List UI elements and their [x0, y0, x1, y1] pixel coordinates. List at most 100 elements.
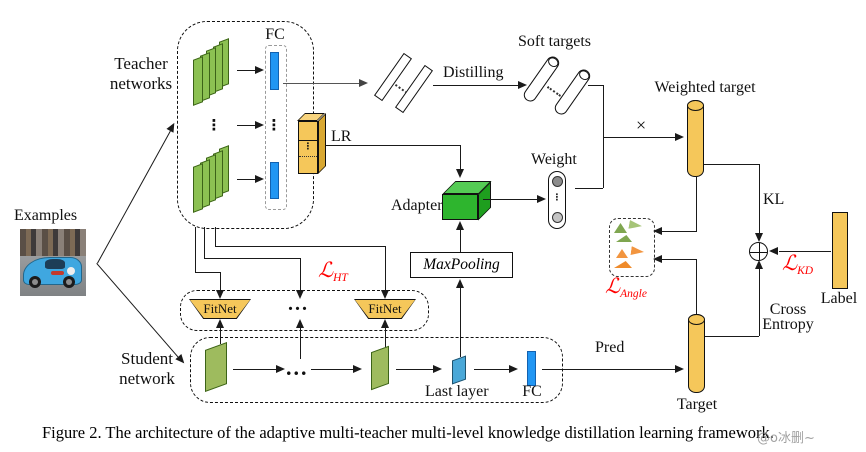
photo-car-wheel-front	[63, 276, 75, 288]
fc-to-logits-connector	[283, 83, 360, 84]
soft-target-ellipsis	[546, 86, 562, 97]
weight-capsule: ⋮	[548, 171, 566, 229]
student-network-label: Student network	[119, 349, 175, 388]
teacher-fitnet-connector	[385, 246, 386, 291]
student-chain-connector	[396, 369, 434, 370]
arrowhead	[295, 319, 304, 328]
arrowhead	[255, 174, 264, 183]
student-chain-connector	[311, 369, 354, 370]
lr-label: LR	[331, 128, 352, 145]
teacher-fc-bar-bottom	[270, 162, 279, 199]
teacher-fitnet-connector	[195, 272, 220, 273]
teacher-conv-stack-bottom	[193, 145, 235, 217]
arrowhead	[255, 65, 264, 74]
lr-divider	[299, 140, 317, 141]
kl-connector	[704, 164, 759, 165]
adapter-label: Adapter	[391, 197, 443, 214]
pred-label: Pred	[595, 339, 625, 356]
cross-entropy-connector	[705, 336, 759, 337]
arrowhead	[754, 233, 763, 242]
connector	[237, 125, 256, 126]
green-triangle	[616, 235, 632, 242]
soft-targets-label: Soft targets	[518, 33, 592, 50]
feature-map-sheet	[193, 163, 203, 213]
arrowhead	[653, 254, 662, 263]
teacher-conv-stack-top	[193, 38, 235, 110]
bracket	[603, 85, 604, 188]
weight-dot-bottom	[551, 212, 563, 223]
fc-dotted-box	[265, 45, 287, 210]
maxpool-to-adapter-connector	[460, 229, 461, 252]
distilling-label: Distilling	[443, 64, 504, 81]
bracket	[575, 188, 603, 189]
arrowhead	[276, 364, 285, 373]
green-triangle	[614, 223, 627, 233]
lr-connector	[460, 145, 461, 170]
loss-kd-label: ℒKD	[782, 251, 814, 278]
photo-car-stripe	[51, 271, 64, 275]
arrowhead	[255, 120, 264, 129]
student-network-box	[190, 337, 563, 403]
adapter-cube-front	[442, 194, 478, 220]
student-ellipsis: ...	[286, 355, 309, 380]
cylinder-cap	[687, 100, 704, 111]
lr-connector	[326, 145, 460, 146]
student-chain-connector	[233, 369, 277, 370]
teacher-networks-label: Teacher networks	[109, 54, 173, 93]
kl-connector	[759, 164, 760, 234]
lr-divider	[299, 156, 317, 157]
teacher-fitnet-connector	[195, 227, 196, 272]
teacher-fitnet-connector	[204, 258, 300, 259]
student-fitnet-connector	[300, 327, 301, 359]
orange-triangle	[614, 261, 632, 268]
examples-label: Examples	[14, 207, 78, 224]
cylinder-cap	[688, 314, 705, 325]
label-label: Label	[820, 290, 858, 307]
weighted-to-angle-connector	[662, 231, 697, 232]
weight-ellipsis: ⋮	[552, 193, 562, 203]
target-to-angle-connector	[662, 259, 697, 260]
arrowhead	[509, 364, 518, 373]
arrowhead	[455, 169, 464, 178]
teacher-fc-label: FC	[265, 26, 285, 43]
connector	[237, 70, 256, 71]
teacher-fitnet-connector	[300, 258, 301, 291]
student-fc-label: FC	[522, 383, 542, 400]
teacher-fitnet-connector	[220, 272, 221, 291]
orange-triangle	[616, 249, 628, 258]
cross-entropy-connector	[759, 268, 760, 336]
arrowhead	[455, 279, 464, 288]
arrowhead	[215, 319, 224, 328]
photo-car-number	[67, 267, 75, 275]
arrowhead	[433, 364, 442, 373]
arrowhead	[353, 364, 362, 373]
student-feature-map	[371, 345, 389, 391]
cylinder-cap	[577, 68, 592, 83]
maxpooling-label: MaxPooling	[423, 256, 500, 273]
arrowhead	[215, 290, 224, 299]
feature-map-sheet	[193, 56, 203, 106]
pred-connector	[542, 369, 676, 370]
student-fc-bar	[527, 351, 536, 386]
weight-label: Weight	[531, 151, 577, 168]
last-layer-feature-map	[452, 355, 466, 385]
weighted-target-label: Weighted target	[654, 79, 756, 96]
teacher-fc-bar-top	[270, 52, 279, 90]
arrow-examples-to-student	[96, 263, 188, 366]
arrowhead	[537, 194, 546, 203]
fitnet-module: FitNet	[354, 299, 416, 319]
watermark: @o冰删~	[757, 431, 815, 446]
loss-ht-label: ℒHT	[318, 258, 348, 285]
lastlayer-to-maxpool-connector	[460, 287, 461, 357]
distilling-connector	[433, 85, 519, 86]
cylinder-cap	[546, 55, 561, 70]
arrowhead	[166, 120, 178, 133]
arrowhead	[769, 246, 778, 255]
arrowhead	[518, 80, 527, 89]
student-feature-map	[205, 341, 227, 393]
teacher-vertical-ellipsis: ⋮	[206, 116, 222, 134]
arrowhead	[455, 221, 464, 230]
arrowhead	[653, 226, 662, 235]
connector	[237, 179, 256, 180]
